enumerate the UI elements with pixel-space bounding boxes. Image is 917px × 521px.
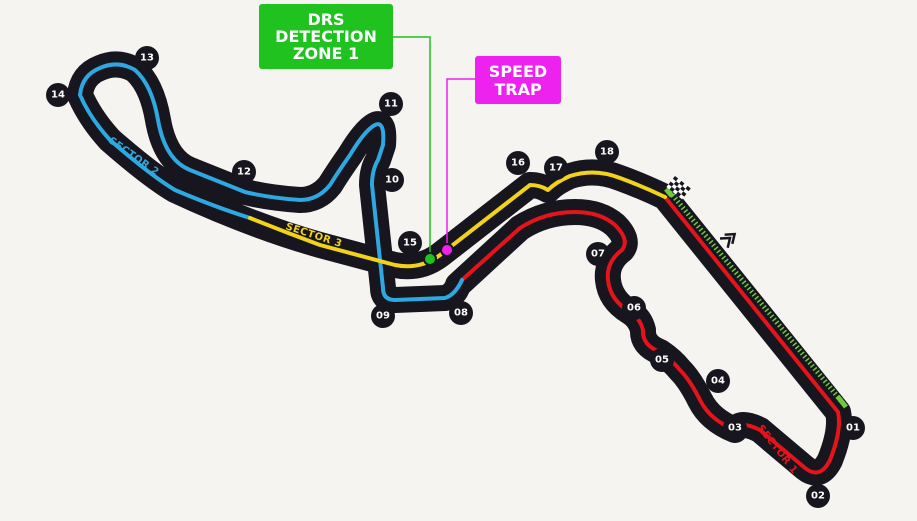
track-surface [67, 51, 852, 486]
svg-text:04: 04 [711, 376, 725, 387]
turn-marker-18: 18 [595, 140, 619, 164]
svg-text:11: 11 [384, 99, 398, 110]
chevron-direction-icon [719, 232, 737, 249]
drs-callout-line-1: DRS [307, 10, 344, 29]
start-finish-line [668, 190, 844, 404]
turn-marker-04: 04 [706, 369, 730, 393]
turn-marker-07: 07 [586, 242, 610, 266]
sector-1-line [460, 195, 841, 475]
svg-text:18: 18 [600, 147, 614, 158]
start-finish-line-start [664, 187, 674, 198]
speed-trap-callout-box [475, 56, 561, 104]
svg-text:05: 05 [655, 355, 669, 366]
speed-trap-leader-line [446, 78, 475, 249]
turn-marker-03: 03 [723, 416, 747, 440]
svg-text:17: 17 [549, 163, 563, 174]
svg-text:01: 01 [846, 423, 860, 434]
svg-text:03: 03 [728, 423, 742, 434]
svg-text:06: 06 [627, 303, 641, 314]
drs-callout-line-2: DETECTION [275, 27, 377, 46]
speed-trap-point-marker [440, 243, 454, 257]
turn-marker-02: 02 [806, 484, 830, 508]
turn-marker-15: 15 [398, 231, 422, 255]
turn-marker-16: 16 [506, 151, 530, 175]
turn-marker-09: 09 [371, 304, 395, 328]
svg-text:14: 14 [51, 90, 65, 101]
drs-leader-line [393, 36, 431, 258]
svg-text:09: 09 [376, 311, 390, 322]
turn-marker-08: 08 [449, 301, 473, 325]
turn-marker-06: 06 [622, 296, 646, 320]
turn-marker-12: 12 [232, 160, 256, 184]
sector-3-line [248, 170, 667, 269]
speed-trap-callout-line-1: SPEED [489, 62, 547, 81]
checkered-flag-icon [666, 176, 691, 200]
svg-text:16: 16 [511, 158, 525, 169]
turn-marker-10: 10 [380, 168, 404, 192]
svg-text:12: 12 [237, 167, 251, 178]
svg-text:13: 13 [140, 53, 154, 64]
turn-marker-17: 17 [544, 156, 568, 180]
sector-2-line [78, 62, 464, 302]
start-finish-line-end [836, 395, 848, 409]
drs-callout-line-3: ZONE 1 [293, 44, 359, 63]
svg-text:07: 07 [591, 249, 605, 260]
svg-text:02: 02 [811, 491, 825, 502]
svg-text:15: 15 [403, 238, 417, 249]
turn-marker-13: 13 [135, 46, 159, 70]
speed-trap-callout-line-2: TRAP [494, 80, 542, 99]
turn-marker-05: 05 [650, 348, 674, 372]
svg-text:08: 08 [454, 308, 468, 319]
drs-callout-box [259, 4, 393, 69]
drs-point-marker [423, 252, 437, 266]
turn-marker-14: 14 [46, 83, 70, 107]
svg-text:10: 10 [385, 175, 399, 186]
turn-marker-01: 01 [841, 416, 865, 440]
turn-marker-11: 11 [379, 92, 403, 116]
